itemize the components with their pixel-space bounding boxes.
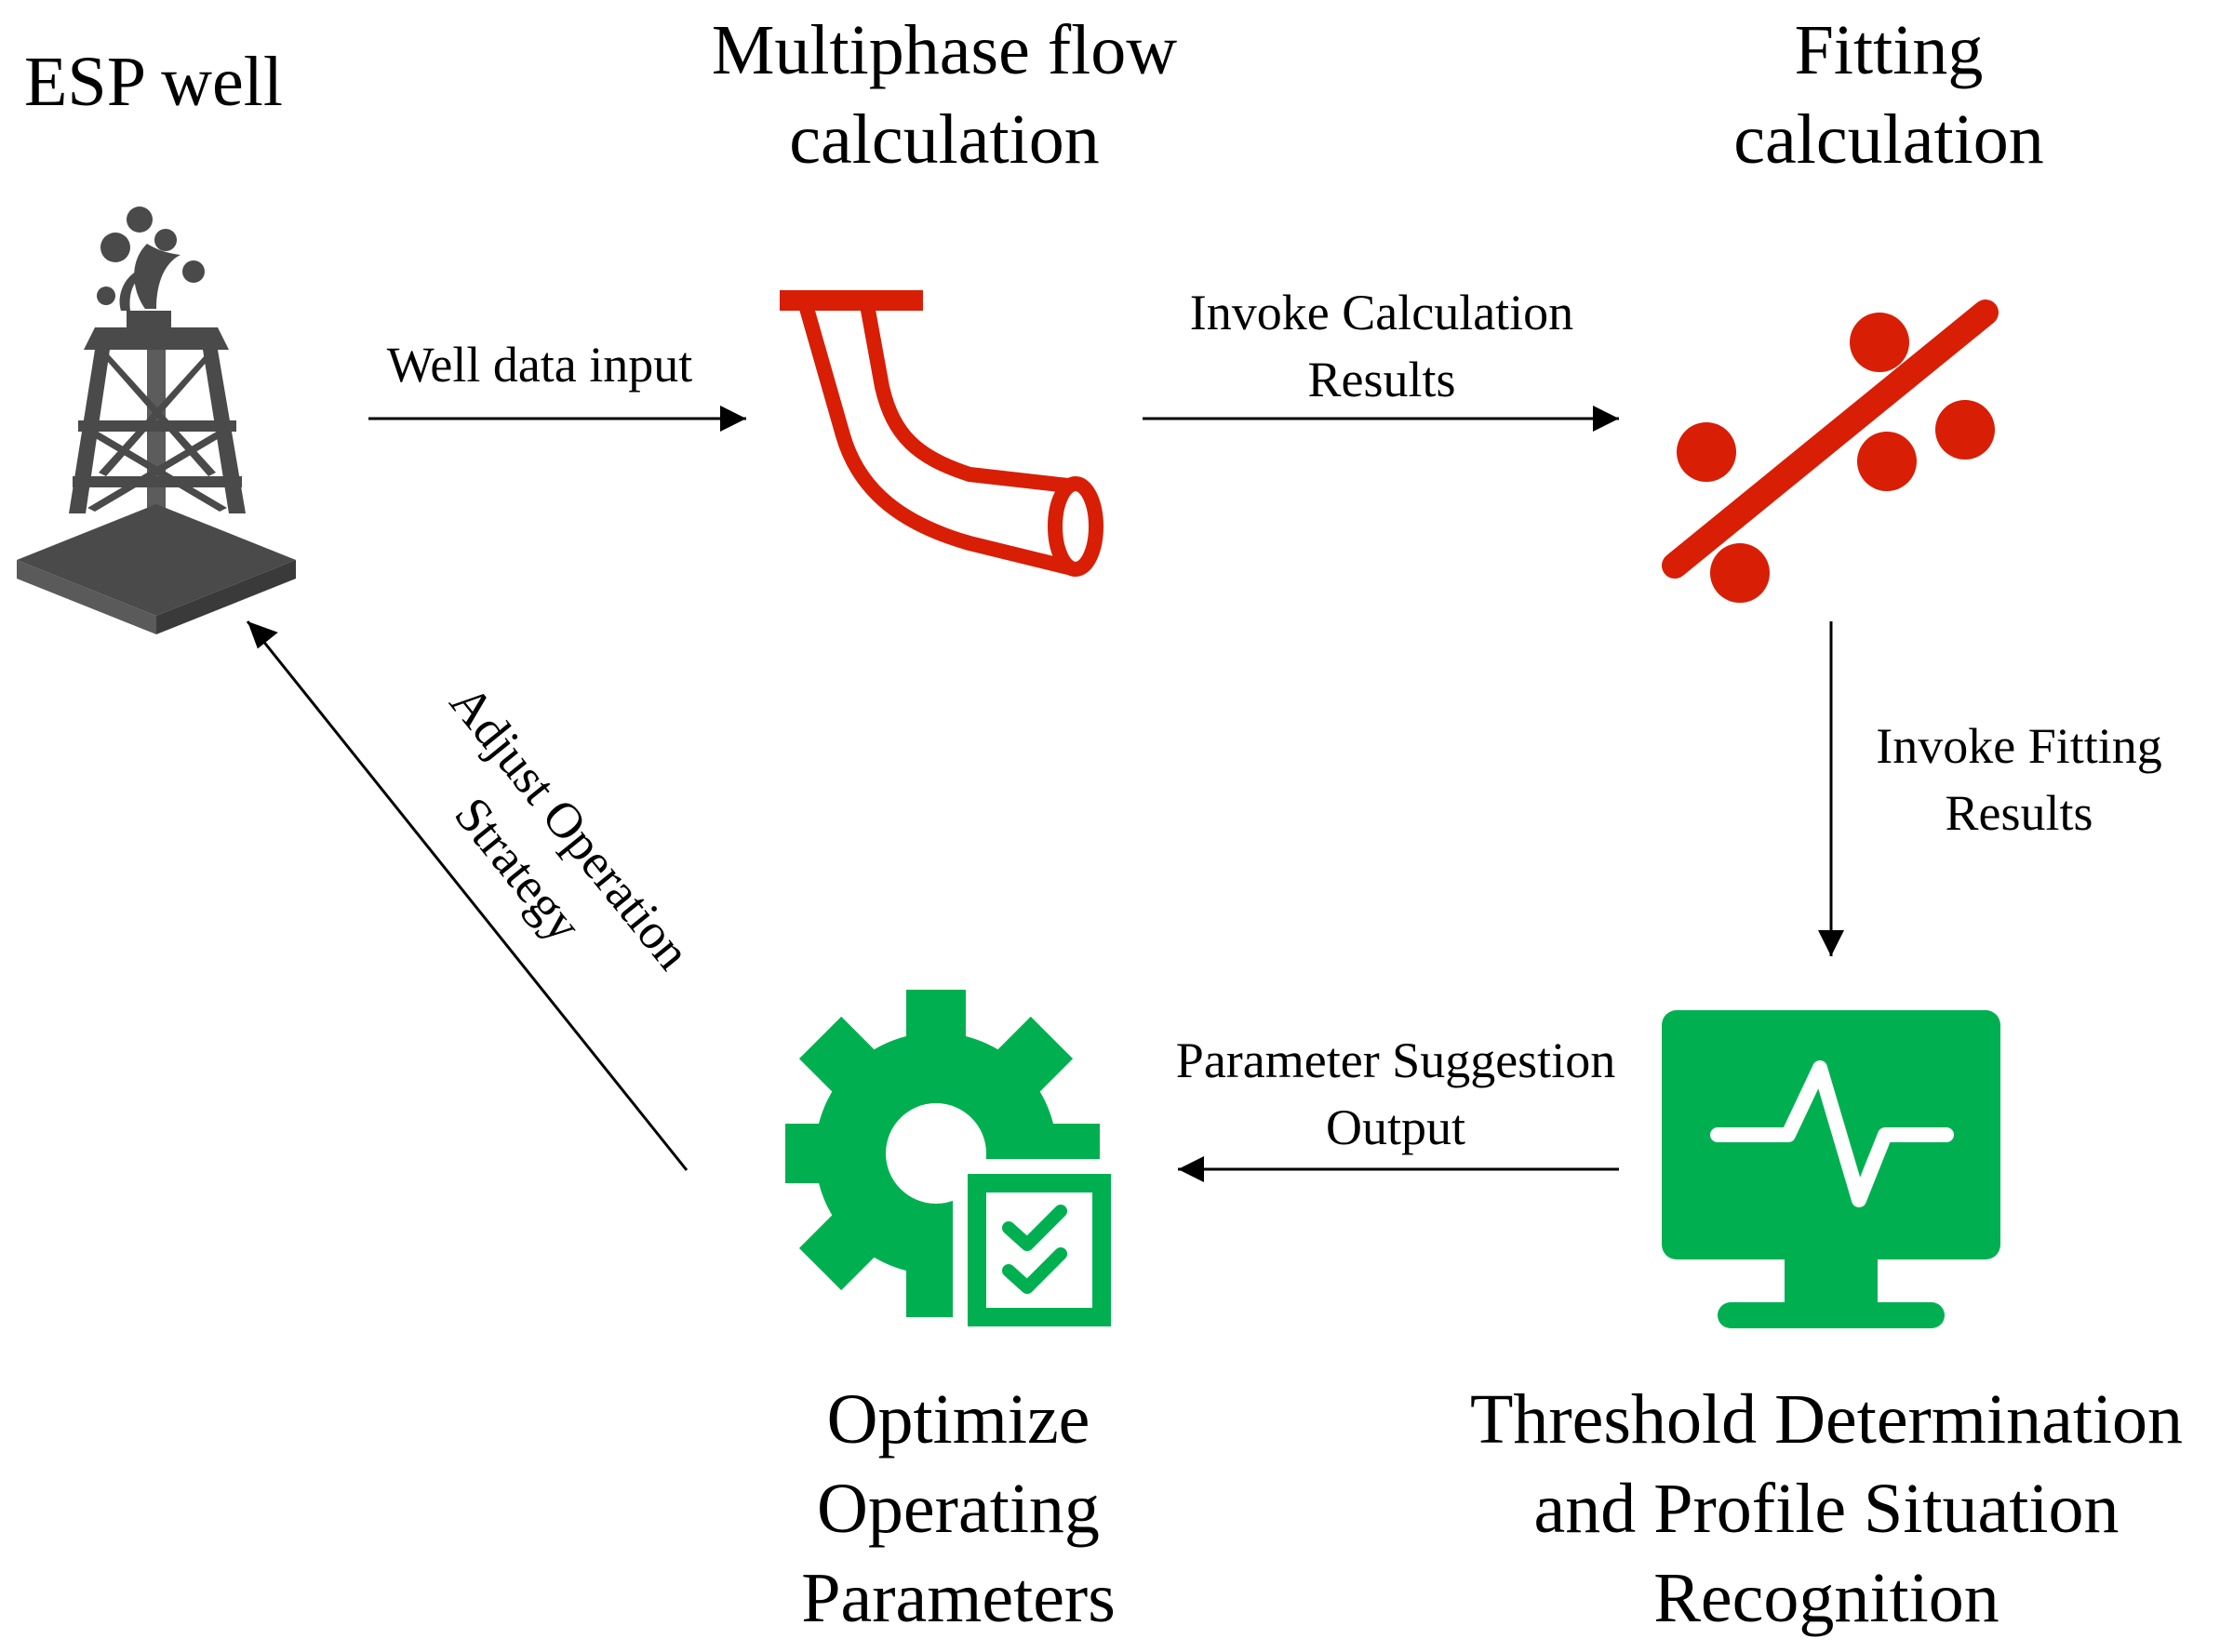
oil-derrick-icon [17,206,296,634]
multiphase-flow-title: Multiphase flow calculation [711,11,1178,179]
threshold-recognition-title: Threshold Determination and Profile Situ… [1469,1380,2184,1637]
regression-fit-icon [1662,300,1999,603]
arrowhead-multiphase-to-fitting [1593,406,1619,432]
esp-well-title: ESP well [24,43,283,121]
arrowhead-well-to-multiphase [720,406,746,432]
gear-checklist-icon [785,990,1111,1332]
monitor-pulse-icon [1662,1010,2000,1328]
invoke-fitting-label: Invoke Fitting Results [1876,718,2162,841]
arrowhead-threshold-to-optimize [1178,1156,1204,1182]
invoke-calculation-label: Invoke Calculation Results [1189,285,1574,407]
optimize-parameters-title: Optimize Operating Parameters [801,1380,1116,1637]
fitting-calculation-title: Fitting calculation [1733,11,2044,179]
parameter-suggestion-label: Parameter Suggestion Output [1175,1032,1616,1155]
well-data-input-label: Well data input [386,337,693,393]
arrowhead-optimize-to-well [247,621,278,649]
arrow-optimize-to-well [246,620,689,1171]
bent-pipe-icon [780,290,1103,577]
arrowhead-fitting-to-threshold [1818,930,1844,956]
